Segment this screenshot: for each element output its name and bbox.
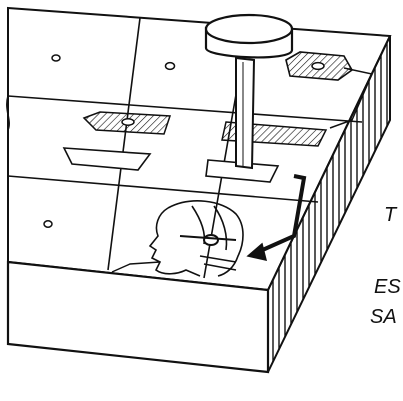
- hole-3: [44, 221, 52, 227]
- punch-head-top: [206, 15, 292, 43]
- punch-shaft: [236, 58, 254, 168]
- label-line-1: T: [384, 204, 396, 227]
- hole-1: [52, 55, 60, 61]
- label-line-3: SA: [370, 306, 397, 329]
- label-line-2: ES: [374, 276, 401, 299]
- hole-2: [166, 63, 175, 70]
